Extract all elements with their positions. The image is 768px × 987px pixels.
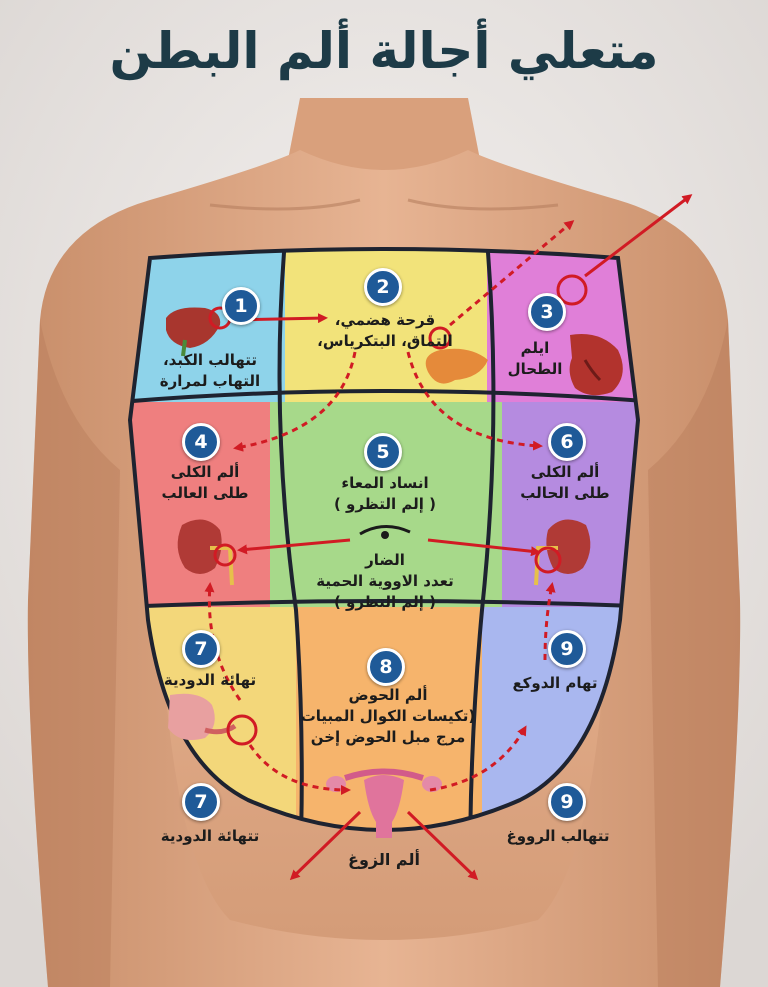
region-6-line-2: طلى الحالب bbox=[520, 484, 610, 502]
region-8-line-1: ألم الحوض bbox=[348, 686, 428, 704]
region-4-badge: 4 bbox=[182, 423, 220, 461]
region-6-line-1: ألم الكلى bbox=[530, 463, 600, 481]
region-5-badge: 5 bbox=[364, 433, 402, 471]
outside-7-label: تتهائة الدودية bbox=[160, 827, 260, 845]
outside-9-badge: 9 bbox=[548, 783, 586, 821]
region-1-label: تتهالب الكبد، التهاب لمرارة bbox=[145, 350, 275, 392]
region-8-label: ألم الحوض (تكيسات الكوال المبيات مرج مبل… bbox=[290, 685, 486, 748]
liver-icon bbox=[166, 307, 221, 357]
abdomen-outline bbox=[127, 247, 641, 832]
region-2-label: قرحة هضمي، التماق، البتكرياس، bbox=[295, 310, 475, 352]
center-note-line-3: ( إلم التظرو ) bbox=[333, 593, 437, 611]
region-5-label: انساد المعاء ( إلم التظرو ) bbox=[300, 473, 470, 515]
region-8-line-2: (تكيسات الكوال المبيات bbox=[300, 707, 476, 725]
appendix-icon bbox=[168, 693, 237, 741]
pancreas-icon bbox=[425, 348, 488, 384]
region-8-badge: 8 bbox=[367, 648, 405, 686]
region-6-label: ألم الكلى طلى الحالب bbox=[510, 462, 620, 504]
outside-7-badge: 7 bbox=[182, 783, 220, 821]
region-2-badge: 2 bbox=[364, 268, 402, 306]
center-note-line-1: الضار bbox=[365, 551, 405, 569]
region-1-line-1: تتهالب الكبد، bbox=[162, 351, 257, 369]
region-2-line-1: قرحة هضمي، bbox=[334, 311, 436, 329]
center-note: الضار تعدد الاووية الحمية ( إلم التظرو ) bbox=[285, 550, 485, 613]
region-4-line-1: ألم الكلى bbox=[170, 463, 240, 481]
region-4-label: ألم الكلى طلى العالب bbox=[150, 462, 260, 504]
region-5-line-1: انساد المعاء bbox=[341, 474, 429, 492]
page-title: متعلي أجالة ألم البطن bbox=[109, 22, 659, 80]
arrows bbox=[204, 194, 693, 881]
center-note-line-2: تعدد الاووية الحمية bbox=[316, 572, 454, 590]
eye-glyph bbox=[359, 525, 411, 539]
region-8-line-3: مرج مبل الحوض إخن bbox=[310, 728, 466, 746]
region-9-line-1: تهام الدوكع bbox=[512, 674, 598, 692]
region-7-label: تهائة الدودية bbox=[150, 670, 270, 691]
uterus-icon bbox=[326, 768, 442, 838]
region-3-badge: 3 bbox=[528, 293, 566, 331]
region-7-badge: 7 bbox=[182, 630, 220, 668]
region-3-label: ايلم الطحال bbox=[505, 338, 565, 380]
region-9-badge: 9 bbox=[548, 630, 586, 668]
region-1-line-2: التهاب لمرارة bbox=[159, 372, 261, 390]
region-3-line-1: ايلم bbox=[520, 339, 550, 357]
region-6-badge: 6 bbox=[548, 423, 586, 461]
region-4-line-2: طلى العالب bbox=[161, 484, 249, 502]
spleen-icon bbox=[569, 334, 623, 396]
region-2-line-2: التماق، البتكرياس، bbox=[317, 332, 453, 350]
region-3-line-2: الطحال bbox=[507, 360, 563, 378]
region-5-line-2: ( إلم التظرو ) bbox=[333, 495, 437, 513]
region-9-label: تهام الدوكع bbox=[500, 673, 610, 694]
outside-9-label: تتهالب الرووغ bbox=[506, 827, 610, 845]
region-1-badge: 1 bbox=[222, 287, 260, 325]
region-7-line-1: تهائة الدودية bbox=[163, 671, 257, 689]
bottom-label: ألم الزوغ bbox=[348, 850, 420, 869]
